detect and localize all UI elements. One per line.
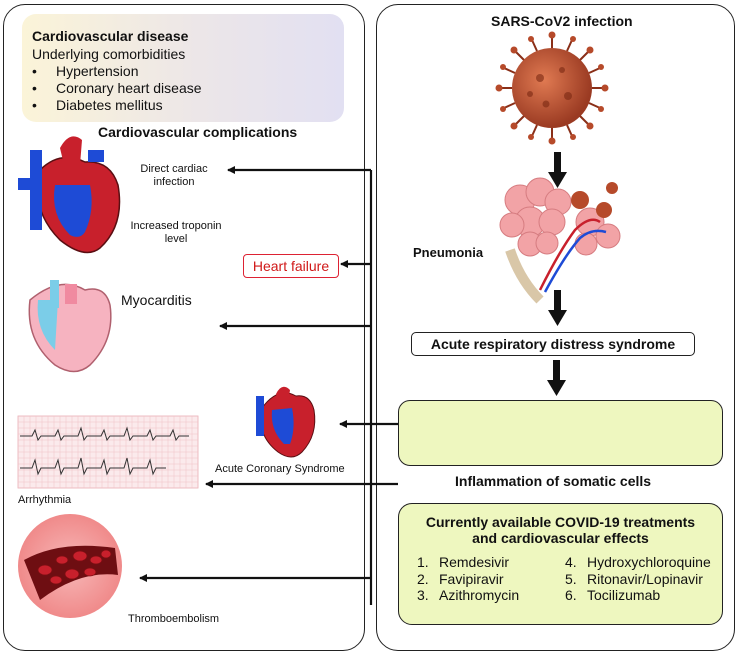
comorbidities-title: Cardiovascular disease (32, 28, 189, 44)
down-arrow-2 (548, 290, 567, 326)
treatments-title-line1: Currently available COVID-19 treatments (425, 514, 696, 530)
troponin-line1: Increased troponin (130, 220, 222, 232)
treatment-item: 6.Tocilizumab (565, 587, 661, 603)
blood-clot-icon (18, 514, 122, 618)
virus-title: SARS-CoV2 infection (491, 13, 633, 29)
treatment-item: 3.Azithromycin (417, 587, 520, 603)
heart-failure-box: Heart failure (243, 254, 339, 278)
treatment-item: 5.Ritonavir/Lopinavir (565, 570, 703, 587)
treatments-title: Currently available COVID-19 treatments … (399, 514, 722, 546)
heart-anatomy-icon (18, 136, 121, 254)
inflammation-cells-box (398, 400, 723, 466)
treatments-list-col2: 4.Hydroxychloroquine 5.Ritonavir/Lopinav… (565, 554, 711, 604)
comorbidity-item: Coronary heart disease (32, 80, 202, 97)
treatment-item: 4.Hydroxychloroquine (565, 554, 711, 570)
acs-label: Acute Coronary Syndrome (215, 463, 345, 475)
lung-alveoli-icon (499, 177, 621, 304)
complications-title: Cardiovascular complications (98, 124, 298, 140)
arrhythmia-label: Arrhythmia (18, 494, 72, 506)
direct-infection-line2: infection (153, 176, 195, 188)
treatments-box: Currently available COVID-19 treatments … (398, 503, 723, 625)
comorbidity-item: Diabetes mellitus (32, 97, 202, 114)
treatment-item: 1.Remdesivir (417, 554, 510, 570)
thromboembolism-label: Thromboembolism (128, 613, 220, 625)
troponin-line2: level (164, 233, 188, 245)
direct-infection-label: Direct cardiac infection (134, 163, 214, 189)
ards-box: Acute respiratory distress syndrome (411, 332, 695, 356)
ecg-strip-icon (17, 415, 199, 489)
flow-down-arrows (547, 152, 567, 396)
myocarditis-label: Myocarditis (121, 292, 192, 308)
down-arrow-3 (547, 360, 566, 396)
comorbidities-subtitle: Underlying comorbidities (32, 46, 186, 62)
comorbidity-item: Hypertension (32, 63, 202, 80)
acs-heart-icon (256, 386, 316, 458)
myocarditis-heart-icon (28, 280, 112, 373)
down-arrow-1 (548, 152, 567, 188)
connector-arrows (139, 166, 398, 605)
inflammation-label: Inflammation of somatic cells (455, 473, 652, 489)
pneumonia-label: Pneumonia (413, 245, 484, 260)
treatments-title-line2: and cardiovascular effects (472, 530, 649, 546)
direct-infection-line1: Direct cardiac (140, 163, 208, 175)
treatment-item: 2.Favipiravir (417, 570, 504, 587)
treatments-list-col1: 1.Remdesivir 2.Favipiravir 3.Azithromyci… (417, 554, 519, 604)
comorbidities-list: Hypertension Coronary heart disease Diab… (32, 63, 202, 114)
comorbidities-box: Cardiovascular disease Underlying comorb… (22, 14, 344, 122)
troponin-label: Increased troponin level (118, 220, 234, 246)
virus-icon (495, 31, 609, 145)
